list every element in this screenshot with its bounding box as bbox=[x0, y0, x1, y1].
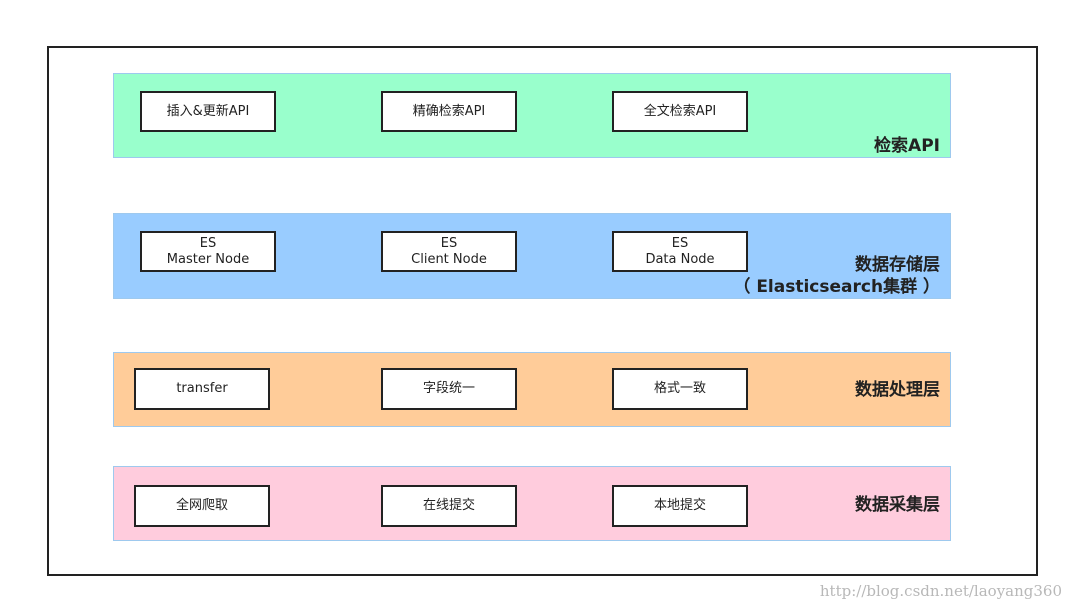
node-label-line1: ES bbox=[671, 235, 689, 251]
node-web-crawl: 全网爬取 bbox=[134, 485, 270, 527]
node-fulltext-search-api: 全文检索API bbox=[612, 91, 748, 132]
node-label: 字段统一 bbox=[422, 381, 475, 396]
node-es-master: ES Master Node bbox=[140, 231, 276, 272]
layer-title-search-api: 检索API bbox=[874, 136, 940, 156]
node-label: 全网爬取 bbox=[175, 498, 228, 513]
layer-data-storage: ES Master Node ES Client Node ES Data No… bbox=[113, 213, 951, 299]
node-transfer: transfer bbox=[134, 368, 270, 410]
watermark: http://blog.csdn.net/laoyang360 bbox=[819, 582, 1062, 600]
layer-subtitle-elasticsearch-cluster: （ Elasticsearch集群 ） bbox=[733, 277, 940, 297]
layer-title-data-storage: 数据存储层 bbox=[855, 255, 940, 275]
node-label-line1: ES bbox=[440, 235, 458, 251]
node-es-client: ES Client Node bbox=[381, 231, 517, 272]
node-es-data: ES Data Node bbox=[612, 231, 748, 272]
node-label-line2: Master Node bbox=[166, 251, 250, 267]
node-label-line2: Client Node bbox=[411, 251, 487, 267]
layer-title-data-collection: 数据采集层 bbox=[855, 495, 940, 515]
node-online-submit: 在线提交 bbox=[381, 485, 517, 527]
node-label: 精确检索API bbox=[412, 103, 486, 119]
node-label: transfer bbox=[176, 381, 228, 396]
node-label-line1: ES bbox=[199, 235, 217, 251]
node-label: 插入&更新API bbox=[166, 103, 250, 119]
layer-data-processing: transfer 字段统一 格式一致 数据处理层 bbox=[113, 352, 951, 427]
node-exact-search-api: 精确检索API bbox=[381, 91, 517, 132]
node-label: 本地提交 bbox=[653, 498, 706, 513]
node-label: 全文检索API bbox=[643, 103, 717, 119]
node-label: 在线提交 bbox=[422, 498, 475, 513]
layer-data-collection: 全网爬取 在线提交 本地提交 数据采集层 bbox=[113, 466, 951, 541]
node-field-unify: 字段统一 bbox=[381, 368, 517, 410]
layer-search-api: 插入&更新API 精确检索API 全文检索API 检索API bbox=[113, 73, 951, 158]
node-format-consistent: 格式一致 bbox=[612, 368, 748, 410]
node-label-line2: Data Node bbox=[645, 251, 715, 267]
node-insert-update-api: 插入&更新API bbox=[140, 91, 276, 132]
layer-title-data-processing: 数据处理层 bbox=[855, 380, 940, 400]
node-local-submit: 本地提交 bbox=[612, 485, 748, 527]
node-label: 格式一致 bbox=[653, 381, 706, 396]
